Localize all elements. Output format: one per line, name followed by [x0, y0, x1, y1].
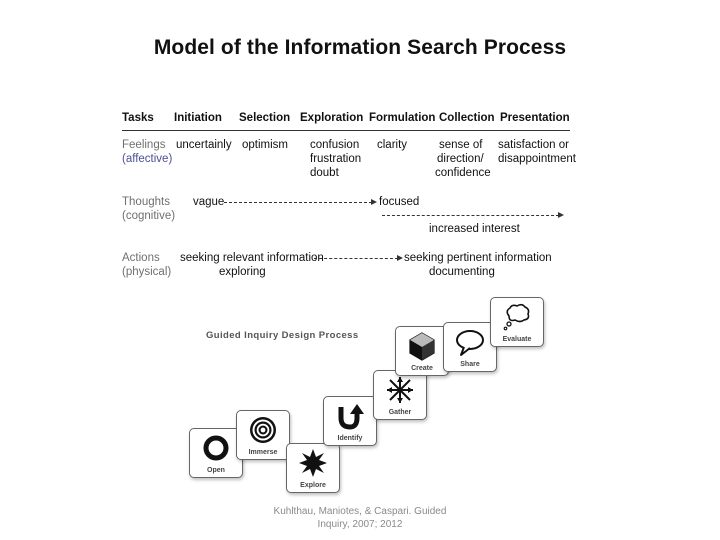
feeling-presentation-1: satisfaction or [498, 139, 569, 151]
stage-create-label: Create [411, 365, 433, 372]
header-initiation: Initiation [174, 112, 222, 124]
thought-increased-interest: increased interest [429, 223, 520, 235]
citation: Kuhlthau, Maniotes, & Caspari. Guided In… [230, 505, 490, 531]
feeling-collection-2: direction/ [437, 153, 484, 165]
feeling-selection: optimism [242, 139, 289, 151]
action-exploring: exploring [219, 266, 266, 278]
vague-to-focused-arrow [224, 199, 377, 205]
target-icon [250, 417, 276, 443]
stage-evaluate-label: Evaluate [502, 336, 532, 343]
thoughts-label: Thoughts [122, 196, 170, 208]
stage-explore: Explore [286, 443, 340, 493]
thought-bubble-icon [503, 303, 530, 331]
feeling-formulation: clarity [377, 139, 408, 151]
stage-identify: Identify [323, 396, 377, 446]
isp-model-table: Tasks Initiation Selection Exploration F… [122, 112, 576, 278]
feeling-exploration-2: frustration [310, 153, 362, 165]
slide-title: Model of the Information Search Process [153, 36, 567, 59]
u-turn-arrow-icon [338, 404, 364, 430]
thought-vague: vague [193, 196, 225, 208]
gid-title: Guided Inquiry Design Process [206, 330, 359, 341]
header-presentation: Presentation [500, 112, 570, 124]
feeling-presentation-2: disappointment [498, 153, 576, 165]
header-collection: Collection [439, 112, 495, 124]
stage-open-label: Open [207, 467, 225, 474]
stage-explore-label: Explore [300, 482, 326, 489]
citation-line-2: Inquiry, 2007; 2012 [317, 519, 403, 530]
feeling-exploration-1: confusion [310, 139, 360, 151]
header-tasks: Tasks [122, 112, 154, 124]
cube-icon [409, 332, 435, 361]
speech-bubble-icon [456, 330, 484, 356]
stage-gather: Gather [373, 370, 427, 420]
action-documenting: documenting [429, 266, 495, 278]
actions-sublabel: (physical) [122, 266, 172, 278]
feeling-initiation: uncertainly [176, 139, 232, 151]
header-selection: Selection [239, 112, 291, 124]
stage-evaluate: Evaluate [490, 297, 544, 347]
stage-share: Share [443, 322, 497, 372]
relevant-to-pertinent-arrow [314, 255, 403, 261]
feelings-label: Feelings [122, 139, 166, 151]
thought-focused: focused [379, 196, 420, 208]
header-exploration: Exploration [300, 112, 364, 124]
action-seeking-relevant: seeking relevant information [180, 252, 324, 264]
stage-immerse-label: Immerse [248, 449, 278, 456]
burst-icon [299, 449, 327, 477]
stage-share-label: Share [460, 361, 480, 368]
stage-open: Open [189, 428, 243, 478]
feeling-collection-3: confidence [435, 167, 491, 179]
stage-create: Create [395, 326, 449, 376]
action-seeking-pertinent: seeking pertinent information [404, 252, 552, 264]
stage-gather-label: Gather [388, 409, 412, 416]
stage-identify-label: Identify [337, 435, 363, 442]
converging-arrows-icon [387, 377, 413, 403]
header-formulation: Formulation [369, 112, 436, 124]
header-divider [122, 130, 570, 131]
increasing-interest-arrow [382, 212, 564, 218]
feelings-sublabel: (affective) [122, 153, 173, 165]
thoughts-sublabel: (cognitive) [122, 210, 176, 222]
citation-line-1: Kuhlthau, Maniotes, & Caspari. Guided [273, 506, 447, 517]
circle-ring-icon [203, 435, 229, 461]
stage-immerse: Immerse [236, 410, 290, 460]
feeling-collection-1: sense of [439, 139, 483, 151]
feeling-exploration-3: doubt [310, 167, 339, 179]
actions-label: Actions [122, 252, 160, 264]
